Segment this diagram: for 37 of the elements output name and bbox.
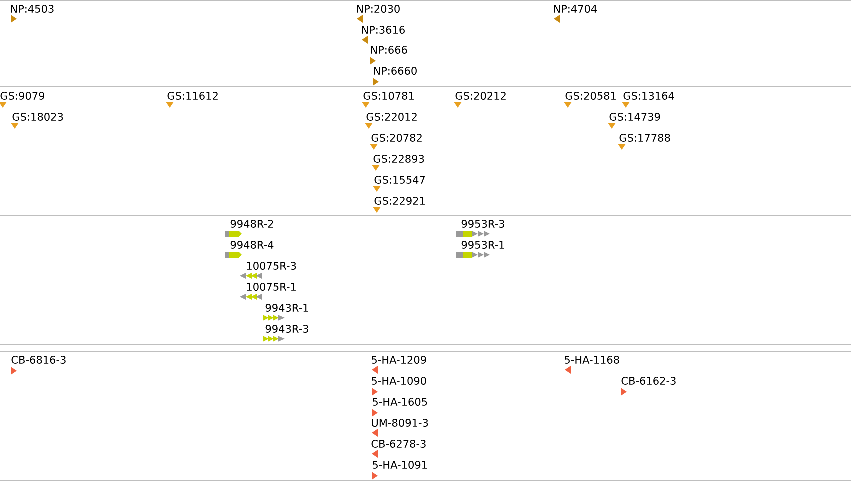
feature-label: GS:20782: [372, 134, 422, 142]
feature-label: 9953R-3: [462, 220, 504, 228]
feature-label: 5-HA-1090: [372, 377, 426, 385]
feature-label: GS:18023: [12, 113, 64, 121]
feature-label: 9953R-1: [462, 241, 504, 249]
feature-label: 5-HA-1168: [565, 356, 620, 364]
feature-label: GS:20212: [456, 92, 506, 100]
feature-label: GS:10781: [364, 92, 414, 100]
feature-label: NP:3616: [362, 26, 405, 34]
feature-label: GS:17788: [620, 134, 670, 142]
feature-label: NP:4503: [11, 5, 54, 13]
feature-label: GS:20581: [566, 92, 616, 100]
feature-label: 9943R-1: [266, 304, 308, 312]
feature-label: GS:9079: [0, 92, 45, 100]
feature-label: 5-HA-1091: [373, 461, 428, 469]
feature-label: NP:666: [371, 46, 408, 54]
feature-label: 5-HA-1605: [373, 398, 428, 406]
feature-label: 9943R-3: [266, 325, 308, 333]
feature-label: 10075R-1: [247, 283, 296, 291]
feature-label: NP:4704: [554, 5, 598, 13]
feature-label: GS:11612: [168, 92, 218, 100]
feature-label: 5-HA-1209: [372, 356, 426, 364]
feature-label: GS:22012: [366, 113, 417, 121]
feature-label: GS:22893: [374, 155, 424, 163]
feature-label: GS:13164: [624, 92, 674, 100]
feature-label: CB-6816-3: [12, 356, 66, 364]
feature-label: CB-6278-3: [372, 440, 426, 448]
feature-label: GS:14739: [610, 113, 660, 121]
feature-label: UM-8091-3: [372, 419, 428, 427]
feature-label: GS:22921: [374, 197, 425, 205]
feature-label: 10075R-3: [247, 262, 296, 270]
feature-label: NP:6660: [374, 67, 417, 75]
feature-label: CB-6162-3: [622, 377, 676, 385]
feature-label: 9948R-4: [230, 241, 274, 249]
feature-label: 9948R-2: [230, 220, 274, 228]
feature-label: NP:2030: [357, 5, 400, 13]
feature-label: GS:15547: [374, 176, 426, 184]
